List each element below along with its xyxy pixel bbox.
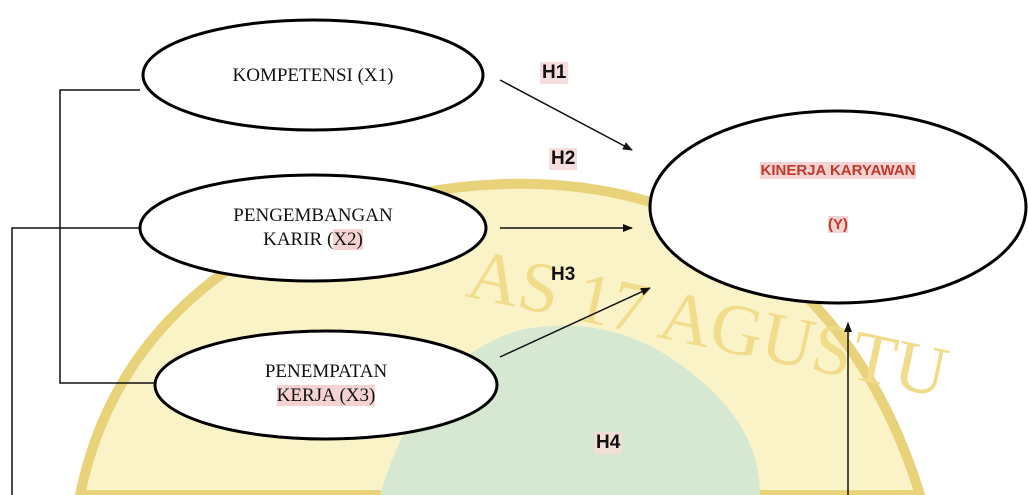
- node-y-line2-text: (Y): [828, 216, 848, 233]
- node-x2-line2-pre: KARIR (: [263, 229, 334, 250]
- hypothesis-h1: H1: [540, 62, 569, 84]
- node-y-label-line2: (Y): [718, 216, 958, 233]
- hypothesis-h4: H4: [594, 432, 623, 454]
- node-y-ellipse: [648, 109, 1028, 305]
- bracket-x1-x3: [59, 89, 160, 384]
- node-x1-ellipse: [141, 18, 485, 132]
- arrow-h1: [499, 79, 633, 151]
- arrow-h3: [499, 287, 651, 358]
- node-x3-line2: KERJA (X3): [196, 384, 456, 408]
- node-x2-line2-hl: X2): [333, 229, 363, 250]
- node-y-line1-text: KINERJA KARYAWAN: [760, 162, 916, 179]
- node-x2-label: PENGEMBANGAN KARIR (X2): [183, 204, 443, 252]
- node-x2-ellipse: [138, 173, 488, 283]
- node-x1-label: KOMPETENSI (X1): [183, 64, 443, 88]
- node-x3-label: PENEMPATAN KERJA (X3): [196, 360, 456, 408]
- node-x3-line2-text: KERJA (X3): [276, 385, 376, 406]
- node-x2-line1: PENGEMBANGAN: [233, 205, 393, 226]
- hypothesis-h2: H2: [549, 148, 578, 170]
- node-x3-line1: PENEMPATAN: [264, 361, 388, 382]
- node-y-label-line1: KINERJA KARYAWAN: [718, 162, 958, 179]
- bracket-x2-down: [11, 227, 140, 495]
- hypothesis-h3: H3: [551, 264, 576, 285]
- node-x1-text: KOMPETENSI (X1): [232, 65, 394, 86]
- node-x2-line2: KARIR (X2): [183, 228, 443, 252]
